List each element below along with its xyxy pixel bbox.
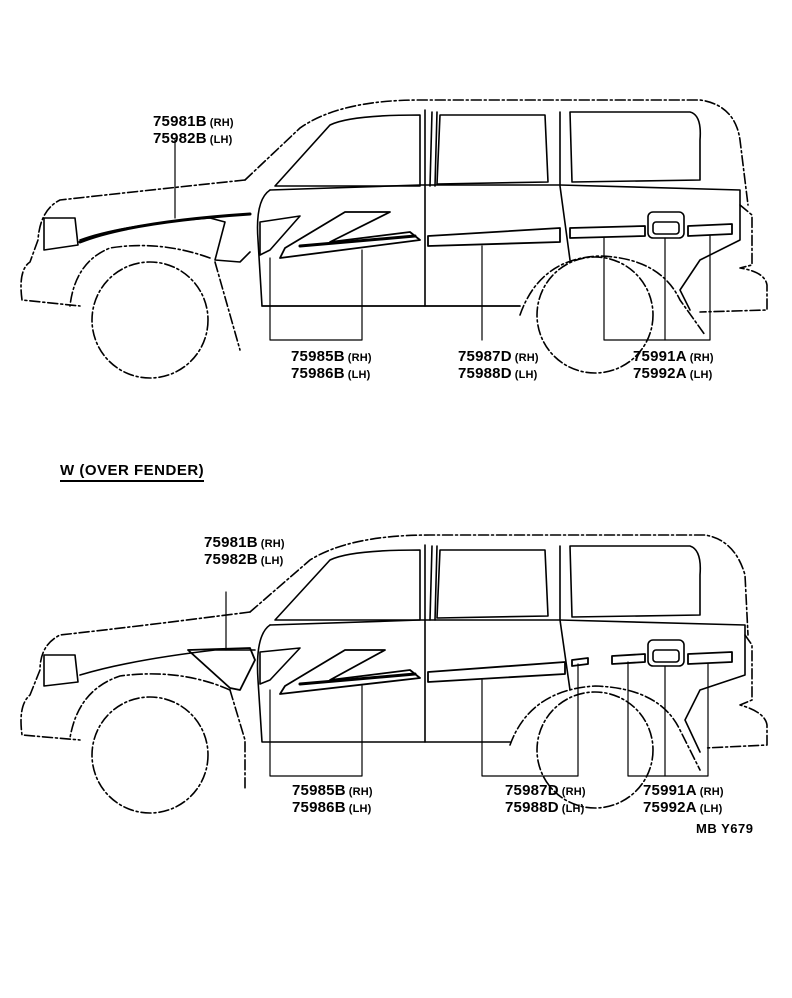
- part-number-rh: 75991A: [633, 348, 687, 365]
- side-lh: (LH): [347, 369, 371, 381]
- part-number-lh: 75992A: [643, 799, 697, 816]
- part-number-lh: 75988D: [505, 799, 559, 816]
- section-title-over-fender: W (OVER FENDER): [60, 462, 205, 482]
- diagram-reference-code: MB Y679: [696, 821, 754, 836]
- side-lh: (LH): [689, 369, 713, 381]
- side-rh: (RH): [689, 352, 714, 364]
- side-rh: (RH): [514, 352, 539, 364]
- side-rh: (RH): [260, 538, 285, 550]
- side-lh: (LH): [209, 134, 233, 146]
- part-label-75991a: 75991A(RH) 75992A(LH): [633, 349, 714, 383]
- vehicle-side-view-over-fender: [20, 534, 768, 814]
- part-label-75991a-wide: 75991A(RH) 75992A(LH): [643, 783, 724, 817]
- part-number-rh: 75985B: [291, 348, 345, 365]
- vehicle-side-view-standard: [20, 99, 768, 379]
- part-number-lh: 75988D: [458, 365, 512, 382]
- part-number-lh: 75986B: [291, 365, 345, 382]
- side-rh: (RH): [561, 786, 586, 798]
- side-rh: (RH): [348, 786, 373, 798]
- part-number-rh: 75987D: [458, 348, 512, 365]
- side-lh: (LH): [260, 555, 284, 567]
- part-label-75985b-wide: 75985B(RH) 75986B(LH): [292, 783, 373, 817]
- part-number-lh: 75992A: [633, 365, 687, 382]
- part-label-75981b-wide: 75981B(RH) 75982B(LH): [204, 535, 285, 569]
- side-rh: (RH): [699, 786, 724, 798]
- part-number-lh: 75982B: [153, 130, 207, 147]
- part-label-75987d-wide: 75987D(RH) 75988D(LH): [505, 783, 586, 817]
- side-rh: (RH): [209, 117, 234, 129]
- part-number-rh: 75981B: [204, 534, 258, 551]
- side-lh: (LH): [348, 803, 372, 815]
- part-label-75987d: 75987D(RH) 75988D(LH): [458, 349, 539, 383]
- side-lh: (LH): [514, 369, 538, 381]
- part-label-75981b: 75981B(RH) 75982B(LH): [153, 114, 234, 148]
- part-number-rh: 75985B: [292, 782, 346, 799]
- side-lh: (LH): [561, 803, 585, 815]
- side-rh: (RH): [347, 352, 372, 364]
- part-number-rh: 75987D: [505, 782, 559, 799]
- part-number-rh: 75981B: [153, 113, 207, 130]
- side-lh: (LH): [699, 803, 723, 815]
- part-number-rh: 75991A: [643, 782, 697, 799]
- part-number-lh: 75986B: [292, 799, 346, 816]
- part-number-lh: 75982B: [204, 551, 258, 568]
- part-label-75985b: 75985B(RH) 75986B(LH): [291, 349, 372, 383]
